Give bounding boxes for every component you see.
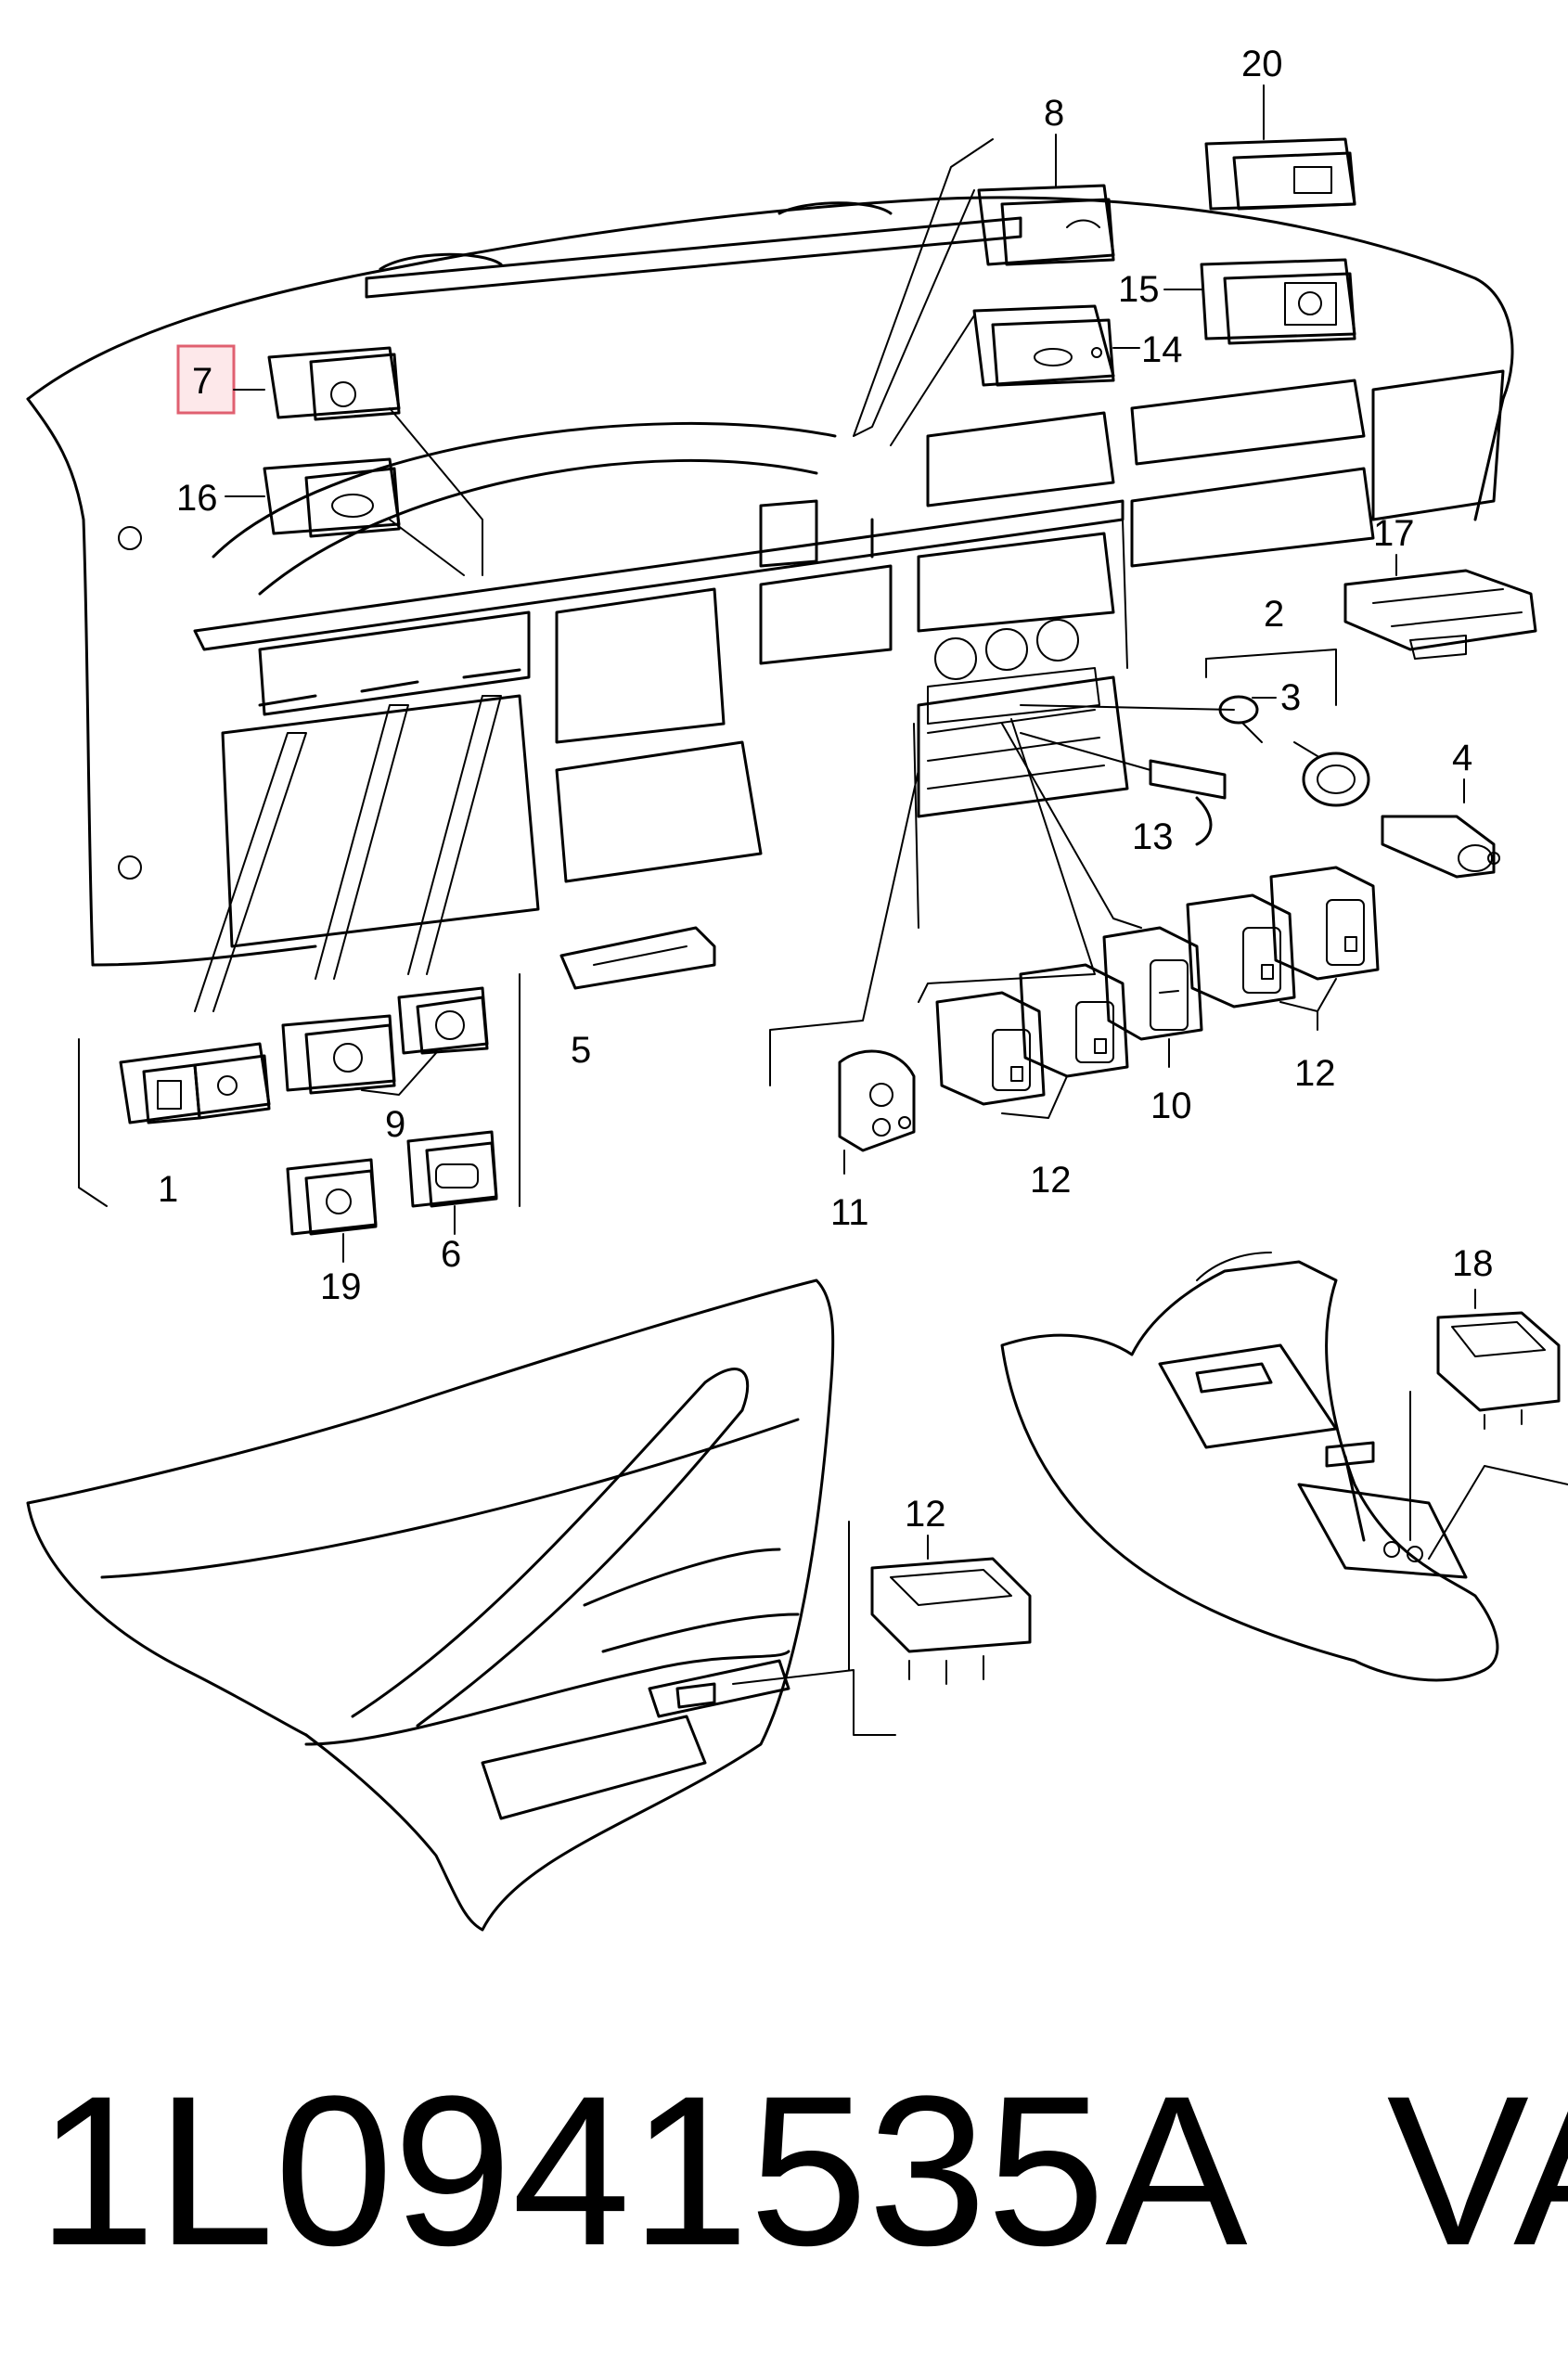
switch-15[interactable] (1200, 258, 1356, 345)
control-11[interactable] (838, 1049, 916, 1152)
dashboard-illustration (26, 196, 1514, 967)
switch-16[interactable] (263, 457, 401, 538)
switch-12d[interactable] (1269, 866, 1380, 981)
callout-1[interactable]: 1 (158, 1169, 178, 1210)
callout-15[interactable]: 15 (1118, 269, 1160, 310)
door-panel-illustration (26, 1278, 835, 1932)
switch-12-door[interactable] (870, 1557, 1032, 1685)
callout-12c[interactable]: 12 (905, 1494, 946, 1535)
callout-6[interactable]: 6 (441, 1234, 461, 1275)
callout-10[interactable]: 10 (1150, 1086, 1192, 1126)
callout-4[interactable]: 4 (1452, 738, 1472, 778)
callout-5[interactable]: 5 (571, 1030, 591, 1071)
callout-17[interactable]: 17 (1373, 513, 1415, 554)
bulb-holder-13[interactable] (1149, 759, 1227, 846)
part-number: 1L0941535A (37, 2051, 1248, 2290)
parts-diagram: 7 16 8 20 15 (26, 44, 1568, 1932)
part-caption: 1L0941535A VAG (37, 2050, 1568, 2292)
switch-12b[interactable] (1019, 963, 1129, 1078)
highlight-box-7 (176, 344, 236, 415)
connector-17[interactable] (1343, 569, 1537, 660)
switch-12c[interactable] (1186, 893, 1296, 1009)
callout-19[interactable]: 19 (320, 1266, 362, 1307)
callout-12b[interactable]: 12 (1294, 1053, 1336, 1094)
callout-2[interactable]: 2 (1264, 594, 1284, 635)
callout-3[interactable]: 3 (1280, 677, 1301, 718)
callout-13[interactable]: 13 (1132, 816, 1174, 857)
strip-5[interactable] (559, 926, 716, 990)
lighter-4[interactable] (1381, 815, 1500, 879)
callout-14[interactable]: 14 (1141, 329, 1183, 370)
callout-7[interactable]: 7 (192, 361, 212, 402)
switch-8[interactable] (977, 184, 1115, 266)
callout-8[interactable]: 8 (1044, 93, 1064, 134)
switch-9a[interactable] (281, 1014, 396, 1095)
switch-12a[interactable] (935, 991, 1046, 1106)
callout-9[interactable]: 9 (385, 1104, 405, 1145)
callout-11[interactable]: 11 (830, 1192, 869, 1233)
switch-19[interactable] (286, 1158, 378, 1236)
lighter-housing-2[interactable] (1293, 741, 1370, 807)
switch-7[interactable] (267, 346, 401, 421)
callout-12a[interactable]: 12 (1030, 1160, 1072, 1201)
callout-20[interactable]: 20 (1241, 44, 1283, 84)
brand-name: VAG (1386, 2051, 1568, 2290)
bulb-3[interactable] (1218, 695, 1263, 743)
callout-18[interactable]: 18 (1452, 1243, 1494, 1284)
switch-14[interactable] (972, 304, 1115, 387)
switch-9b[interactable] (397, 986, 489, 1055)
switch-6[interactable] (406, 1130, 498, 1208)
console-illustration (1000, 1252, 1499, 1682)
switch-18[interactable] (1436, 1311, 1561, 1430)
callout-16[interactable]: 16 (176, 478, 218, 519)
switch-1[interactable] (119, 1042, 271, 1124)
switch-10[interactable] (1102, 926, 1203, 1041)
switch-20[interactable] (1204, 137, 1356, 211)
